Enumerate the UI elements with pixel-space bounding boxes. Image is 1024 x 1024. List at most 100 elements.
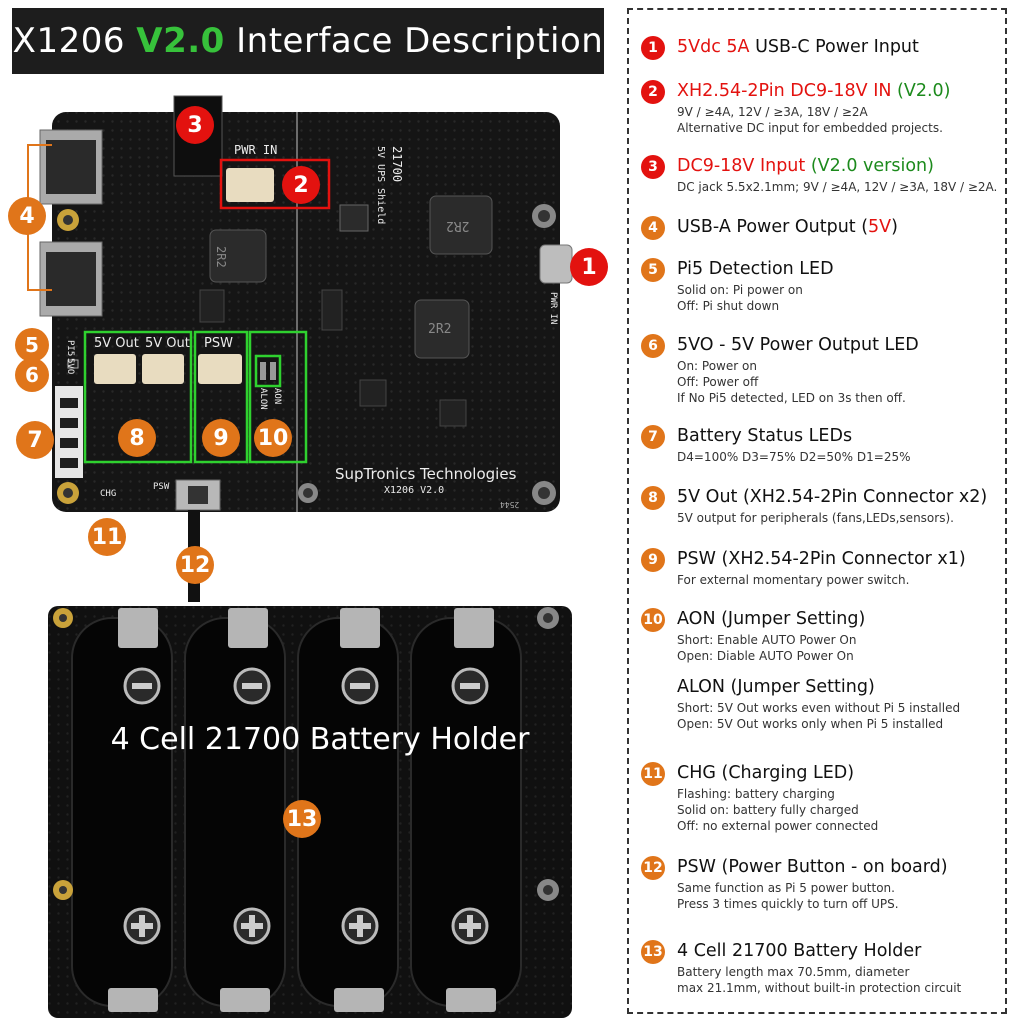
badge-6: 6 (15, 358, 49, 392)
board-21700-label: 21700 (390, 146, 404, 183)
desc-num-10: 10 (641, 608, 665, 632)
desc-line: Alternative DC input for embedded projec… (677, 121, 943, 135)
inductor-label-a: 2R2 (214, 246, 228, 268)
aon-silk-label: AON (272, 388, 282, 405)
badge-9: 9 (202, 419, 240, 457)
desc-line: Open: Diable AUTO Power On (677, 649, 854, 663)
inductor (209, 229, 267, 283)
desc-item-12: 12 PSW (Power Button - on board) Same fu… (641, 854, 1001, 912)
desc-item-9: 9 PSW (XH2.54-2Pin Connector x1) For ext… (641, 546, 1001, 588)
badge-12: 12 (176, 546, 214, 584)
badge-10: 10 (254, 419, 292, 457)
desc-line: max 21.1mm, without built-in protection … (677, 981, 962, 995)
desc-head-13: 4 Cell 21700 Battery Holder (677, 941, 922, 961)
badge-5: 5 (15, 328, 49, 362)
desc-item-1: 1 5Vdc 5A USB-C Power Input (641, 34, 1001, 60)
title-bar: X1206 V2.0 Interface Description (12, 8, 604, 74)
usb-c-port (539, 244, 573, 284)
desc-line: Off: Pi shut down (677, 299, 780, 313)
desc-item-3: 3 DC9-18V Input (V2.0 version) DC jack 5… (641, 153, 1001, 195)
psw-connector-label: PSW (204, 336, 233, 351)
desc-line: Flashing: battery charging (677, 787, 835, 801)
desc-line: Solid on: battery fully charged (677, 803, 859, 817)
psw-silk-label: PSW (153, 482, 170, 492)
desc-num-2: 2 (641, 80, 665, 104)
desc-item-5: 5 Pi5 Detection LED Solid on: Pi power o… (641, 256, 1001, 314)
page-title: X1206 V2.0 Interface Description (13, 21, 604, 61)
desc-line: For external momentary power switch. (677, 573, 910, 587)
desc-num-11: 11 (641, 762, 665, 786)
desc-head-5: Pi5 Detection LED (677, 259, 834, 279)
desc-num-8: 8 (641, 486, 665, 510)
desc-line: DC jack 5.5x2.1mm; 9V / ≥4A, 12V / ≥3A, … (677, 180, 998, 194)
badge-1: 1 (570, 248, 608, 286)
desc-num-6: 6 (641, 334, 665, 358)
desc-item-8: 8 5V Out (XH2.54-2Pin Connector x2) 5V o… (641, 484, 1001, 526)
desc-num-4: 4 (641, 216, 665, 240)
desc-num-7: 7 (641, 425, 665, 449)
title-version: V2.0 (136, 21, 225, 61)
desc-line: Open: 5V Out works only when Pi 5 instal… (677, 717, 944, 731)
alon-silk-label: ALON (258, 388, 268, 410)
desc-line: 9V / ≥4A, 12V / ≥3A, 18V / ≥2A (677, 105, 868, 119)
desc-head-11: CHG (Charging LED) (677, 763, 855, 783)
desc-head-2: XH2.54-2Pin DC9-18V IN (V2.0) (677, 81, 951, 101)
connector-highlights (83, 330, 308, 464)
desc-head-6: 5VO - 5V Power Output LED (677, 335, 919, 355)
desc-head-9: PSW (XH2.54-2Pin Connector x1) (677, 549, 966, 569)
desc-num-3: 3 (641, 155, 665, 179)
desc-line: Battery length max 70.5mm, diameter (677, 965, 910, 979)
desc-head-alon: ALON (Jumper Setting) (677, 677, 875, 697)
battery-status-leds (55, 359, 83, 478)
pwr-in-label: PWR IN (234, 143, 278, 157)
desc-line: D4=100% D3=75% D2=50% D1=25% (677, 450, 911, 464)
desc-item-2: 2 XH2.54-2Pin DC9-18V IN (V2.0) 9V / ≥4A… (641, 78, 1001, 136)
desc-line: Solid on: Pi power on (677, 283, 803, 297)
desc-line: If No Pi5 detected, LED on 3s then off. (677, 391, 906, 405)
desc-head-3: DC9-18V Input (V2.0 version) (677, 156, 934, 176)
badge-7: 7 (16, 421, 54, 459)
desc-num-12: 12 (641, 856, 665, 880)
5vo-silk-label: 5VO (65, 358, 75, 375)
5v-out-label-1: 5V Out (94, 336, 139, 351)
title-suffix: Interface Description (224, 21, 604, 61)
board-illustration (27, 95, 573, 1018)
desc-num-13: 13 (641, 940, 665, 964)
battery-holder-title: 4 Cell 21700 Battery Holder (110, 722, 530, 757)
desc-num-5: 5 (641, 258, 665, 282)
desc-line: 5V output for peripherals (fans,LEDs,sen… (677, 511, 954, 525)
desc-head-1: 5Vdc 5A USB-C Power Input (677, 37, 919, 57)
badge-13: 13 (283, 800, 321, 838)
board-code-label: 2544 (500, 500, 520, 509)
badge-3: 3 (176, 106, 214, 144)
model-label: X1206 V2.0 (384, 485, 445, 496)
usb-a-ports (39, 129, 103, 317)
badge-2: 2 (282, 166, 320, 204)
desc-item-alon: ALON (Jumper Setting) Short: 5V Out work… (641, 674, 1001, 732)
desc-line: Same function as Pi 5 power button. (677, 881, 895, 895)
chg-silk-label: CHG (100, 489, 117, 499)
desc-line: Off: Power off (677, 375, 759, 389)
inductor-label-c: 2R2 (428, 322, 452, 337)
desc-item-10: 10 AON (Jumper Setting) Short: Enable AU… (641, 606, 1001, 664)
desc-head-4: USB-A Power Output (5V) (677, 217, 898, 237)
5v-out-label-2: 5V Out (145, 336, 190, 351)
desc-line: On: Power on (677, 359, 757, 373)
desc-head-10: AON (Jumper Setting) (677, 609, 866, 629)
desc-head-12: PSW (Power Button - on board) (677, 857, 948, 877)
badge-4: 4 (8, 197, 46, 235)
ups-shield-label: 5V UPS Shield (375, 146, 386, 225)
desc-head-7: Battery Status LEDs (677, 426, 853, 446)
desc-item-4: 4 USB-A Power Output (5V) (641, 214, 1001, 240)
desc-item-13: 13 4 Cell 21700 Battery Holder Battery l… (641, 938, 1001, 996)
desc-line: Off: no external power connected (677, 819, 879, 833)
desc-line: Short: Enable AUTO Power On (677, 633, 857, 647)
title-prefix: X1206 (12, 21, 137, 61)
desc-item-7: 7 Battery Status LEDs D4=100% D3=75% D2=… (641, 423, 1001, 465)
badge-11: 11 (88, 518, 126, 556)
desc-head-8: 5V Out (XH2.54-2Pin Connector x2) (677, 487, 988, 507)
desc-line: Press 3 times quickly to turn off UPS. (677, 897, 899, 911)
desc-line: Short: 5V Out works even without Pi 5 in… (677, 701, 961, 715)
pi5-silk-label: PI5 (65, 340, 75, 357)
desc-num-9: 9 (641, 548, 665, 572)
